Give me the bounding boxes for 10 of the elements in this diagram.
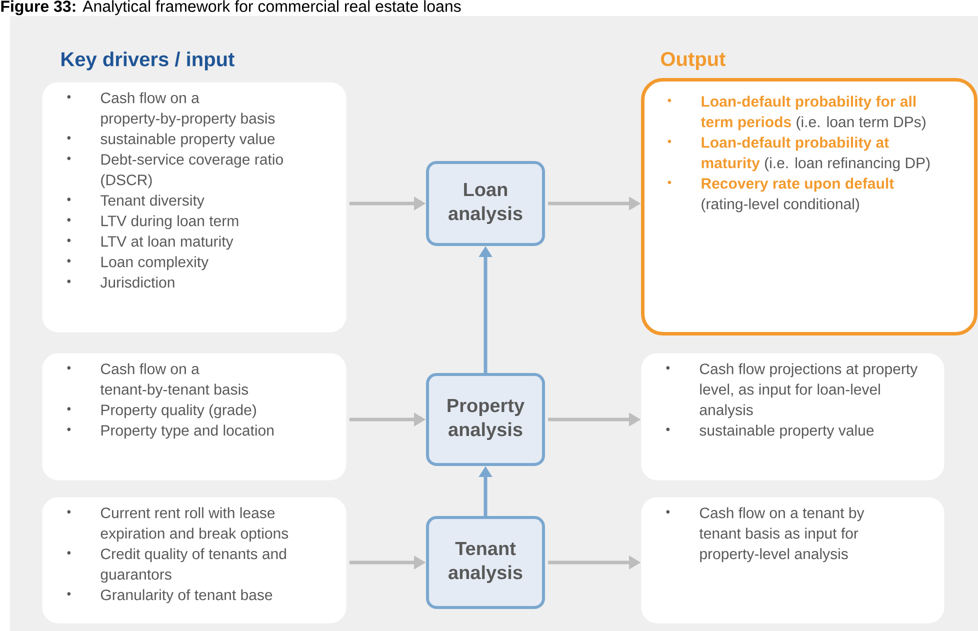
output-box: Loan-default probability for all term periods (i.e. loan term DPs) Loan-default probability at maturity (i.e. loan refinancing DP) Recovery rate upon default (rating-level conditional) — [641, 78, 978, 336]
output-box: Cash flow on a tenant by tenant basis as input for property-level analysis — [641, 497, 944, 624]
input-box: Cash flow on a tenant-by-tenant basis Property quality (grade) Property type and location — [42, 353, 346, 480]
output-box: Cash flow projections at property level, as input for loan-level analysis sustainable property value — [641, 353, 944, 480]
input-box: Cash flow on a property-by-property basis sustainable property value Debt-service coverage ratio (DSCR) Tenant diversity LTV during loan term LTV at loan maturity Loan complexity Jurisdiction — [42, 82, 346, 332]
figure-title: Figure 33: Analytical framework for commercial real estate loans — [1, 0, 461, 16]
analysis-box: Tenant analysis — [426, 516, 545, 609]
analysis-box: Property analysis — [426, 373, 545, 466]
analysis-box: Loan analysis — [426, 161, 545, 246]
input-box: Current rent roll with lease expiration and break options Credit quality of tenants and guarantors Granularity of tenant base — [42, 497, 346, 624]
